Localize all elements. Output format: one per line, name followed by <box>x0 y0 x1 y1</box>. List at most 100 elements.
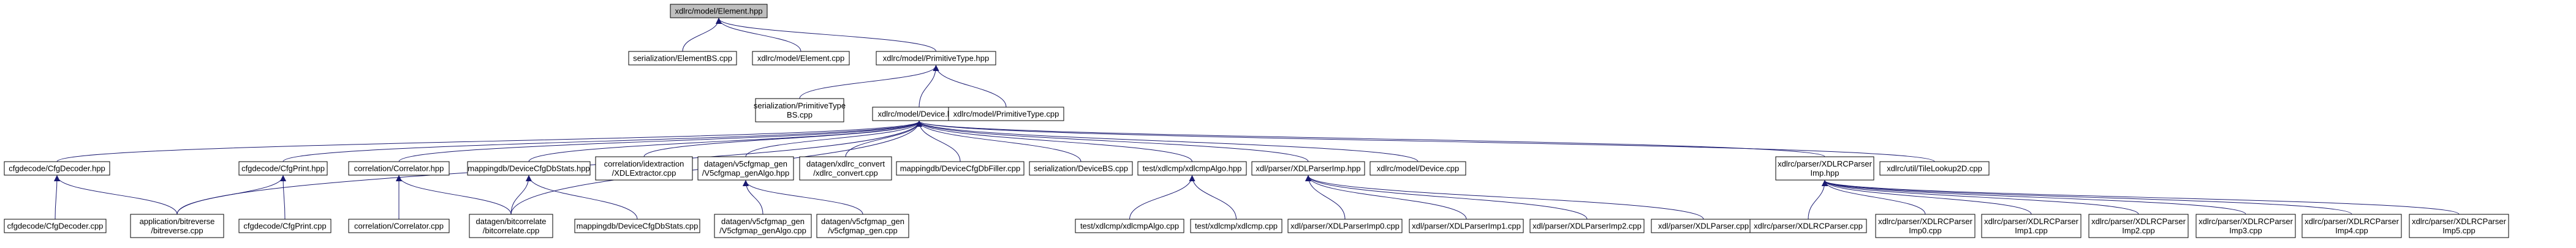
edge-xdlparser_cpp-to-xdlparserimp_hpp <box>1305 175 1704 220</box>
file-node-devicebs_cpp[interactable]: serialization/DeviceBS.cpp <box>1029 161 1133 176</box>
file-box <box>714 214 812 238</box>
file-node-element_cpp[interactable]: xdlrc/model/Element.cpp <box>752 51 850 66</box>
file-box <box>467 161 591 176</box>
file-node-elementbs_cpp[interactable]: serialization/ElementBS.cpp <box>628 51 737 66</box>
file-label: mappingdb/DeviceCfgDbStats.cpp <box>577 222 699 231</box>
file-node-xdlcmp_cpp[interactable]: test/xdlcmp/xdlcmp.cpp <box>1190 219 1282 233</box>
edge-elementbs_cpp-to-element_hpp <box>682 18 722 52</box>
file-node-bitcorrelate_cpp[interactable]: datagen/bitcorrelate/bitcorrelate.cpp <box>469 214 553 238</box>
file-node-devicecfgdbstats_hpp[interactable]: mappingdb/DeviceCfgDbStats.hpp <box>467 161 591 176</box>
file-box <box>697 156 794 181</box>
edge-element_cpp-to-element_hpp <box>716 18 801 52</box>
file-node-devicecfgdbfiller_cpp[interactable]: mappingdb/DeviceCfgDbFiller.cpp <box>896 161 1025 176</box>
file-node-cfgprint_cpp[interactable]: cfgdecode/CfgPrint.cpp <box>238 219 331 233</box>
file-box <box>799 156 892 181</box>
edge-bitcorrelate_cpp-to-devicecfgdbstats_hpp <box>510 175 532 215</box>
edge-xdlrcparserimp2_cpp-to-xdlrcparserimp_hpp <box>1822 180 2139 215</box>
file-label: test/xdlcmp/xdlcmpAlgo.cpp <box>1080 222 1179 231</box>
file-label: serialization/DeviceBS.cpp <box>1034 164 1128 173</box>
file-box <box>2409 214 2509 238</box>
file-label: serialization/PrimitiveType <box>754 101 846 110</box>
file-label: xdlrc/parser/XDLRCParser <box>2199 217 2294 226</box>
edge-correlator_hpp-to-device_hpp <box>398 121 922 162</box>
edge-xdlparserimp1_cpp-to-xdlparserimp_hpp <box>1305 175 1467 220</box>
edge-xdlparserimp2_cpp-to-xdlparserimp_hpp <box>1305 175 1588 220</box>
file-box <box>755 98 844 122</box>
file-node-primitivetype_cpp[interactable]: xdlrc/model/PrimitiveType.cpp <box>948 107 1064 121</box>
file-node-device_cpp[interactable]: xdlrc/model/Device.cpp <box>1369 161 1466 176</box>
file-node-xdlparserimp0_cpp[interactable]: xdl/parser/XDLParserImp0.cpp <box>1287 219 1403 233</box>
file-node-xdlrc_convert_cpp[interactable]: datagen/xdlrc_convert/xdlrc_convert.cpp <box>799 156 892 181</box>
file-label: xdlrc/model/Element.hpp <box>675 7 762 16</box>
file-node-xdlrcparser_cpp[interactable]: xdlrc/parser/XDLRCParser.cpp <box>1749 219 1867 233</box>
file-label: application/bitreverse <box>140 217 215 226</box>
file-node-correlator_hpp[interactable]: correlation/Correlator.hpp <box>348 161 450 176</box>
file-box <box>1875 214 1976 238</box>
edge-genalgo_hpp-to-device_hpp <box>745 121 922 157</box>
edge-xdlcmpalgo_hpp-to-device_hpp <box>916 121 1192 162</box>
edge-device_cpp-to-device_hpp <box>916 121 1419 162</box>
file-box <box>1190 219 1282 233</box>
file-node-xdlparser_cpp[interactable]: xdl/parser/XDLParser.cpp <box>1651 219 1756 233</box>
edge-device_hpp-to-primitivetype_hpp <box>919 65 939 108</box>
file-box <box>2088 214 2189 238</box>
edge-xdlrcparserimp0_cpp-to-xdlrcparserimp_hpp <box>1822 180 1926 215</box>
file-label: datagen/v5cfgmap_gen <box>721 217 805 226</box>
file-box <box>948 107 1064 121</box>
file-label: /bitcorrelate.cpp <box>483 226 540 235</box>
file-label: test/xdlcmp/xdlcmpAlgo.hpp <box>1143 164 1242 173</box>
file-node-correlator_cpp[interactable]: correlation/Correlator.cpp <box>348 219 450 233</box>
file-label: datagen/v5cfgmap_gen <box>821 217 904 226</box>
file-node-cfgdecoder_hpp[interactable]: cfgdecode/CfgDecoder.hpp <box>4 161 110 176</box>
edge-primitivetype_hpp-to-element_hpp <box>716 18 936 52</box>
file-node-genalgo_cpp[interactable]: datagen/v5cfgmap_gen/V5cfgmap_genAlgo.cp… <box>714 214 812 238</box>
file-node-xdlparserimp2_cpp[interactable]: xdl/parser/XDLParserImp2.cpp <box>1529 219 1645 233</box>
file-box <box>574 219 700 233</box>
file-node-primitivetype_hpp[interactable]: xdlrc/model/PrimitiveType.hpp <box>876 51 996 66</box>
file-node-tilelookup_cpp[interactable]: xdlrc/util/TileLookup2D.cpp <box>1879 161 1990 176</box>
file-node-xdlparserimp1_cpp[interactable]: xdl/parser/XDLParserImp1.cpp <box>1409 219 1524 233</box>
file-node-genalgo_hpp[interactable]: datagen/v5cfgmap_gen/V5cfgmap_genAlgo.hp… <box>697 156 794 181</box>
file-box <box>238 219 331 233</box>
file-node-xdlcmpalgo_hpp[interactable]: test/xdlcmp/xdlcmpAlgo.hpp <box>1137 161 1247 176</box>
edge-xdlrc_convert_cpp-to-device_hpp <box>845 121 922 157</box>
file-node-gen_cpp[interactable]: datagen/v5cfgmap_gen/v5cfgmap_gen.cpp <box>816 214 909 238</box>
edge-xdlparserimp_hpp-to-device_hpp <box>916 121 1309 162</box>
file-node-cfgdecoder_cpp[interactable]: cfgdecode/CfgDecoder.cpp <box>4 219 107 233</box>
file-label: xdl/parser/XDLParserImp0.cpp <box>1290 222 1400 231</box>
file-box <box>670 4 768 18</box>
file-label: serialization/ElementBS.cpp <box>633 54 732 63</box>
file-box <box>896 161 1025 176</box>
file-box <box>1749 219 1867 233</box>
edge-xdlcmp_cpp-to-xdlcmpalgo_hpp <box>1189 175 1237 220</box>
file-node-xdlparserimp_hpp[interactable]: xdl/parser/XDLParserImp.hpp <box>1251 161 1365 176</box>
edge-xdlrcparserimp1_cpp-to-xdlrcparserimp_hpp <box>1822 180 2032 215</box>
file-node-xdlcmpalgo_cpp[interactable]: test/xdlcmp/xdlcmpAlgo.cpp <box>1075 219 1184 233</box>
file-label: correlation/Correlator.hpp <box>354 164 444 173</box>
file-node-cfgprint_hpp[interactable]: cfgdecode/CfgPrint.hpp <box>238 161 328 176</box>
file-label: xdl/parser/XDLParserImp1.cpp <box>1412 222 1521 231</box>
file-box <box>752 51 850 66</box>
file-label: Imp2.cpp <box>2122 226 2154 235</box>
file-node-idextractor_cpp[interactable]: correlation/idextraction/XDLExtractor.cp… <box>595 156 693 181</box>
file-box <box>1775 156 1874 181</box>
file-label: /V5cfgmap_genAlgo.hpp <box>702 168 789 178</box>
file-node-bitreverse_cpp[interactable]: application/bitreverse/bitreverse.cpp <box>130 214 224 238</box>
file-node-devicecfgdbstats_cpp[interactable]: mappingdb/DeviceCfgDbStats.cpp <box>574 219 700 233</box>
file-label: correlation/Correlator.cpp <box>354 222 444 231</box>
file-box <box>1409 219 1524 233</box>
file-label: datagen/v5cfgmap_gen <box>704 159 787 168</box>
edge-cfgdecoder_hpp-to-device_hpp <box>56 121 922 162</box>
file-box <box>876 51 996 66</box>
file-node-device_hpp[interactable]: xdlrc/model/Device.hpp <box>872 107 966 121</box>
file-label: Imp.hpp <box>1811 168 1839 178</box>
